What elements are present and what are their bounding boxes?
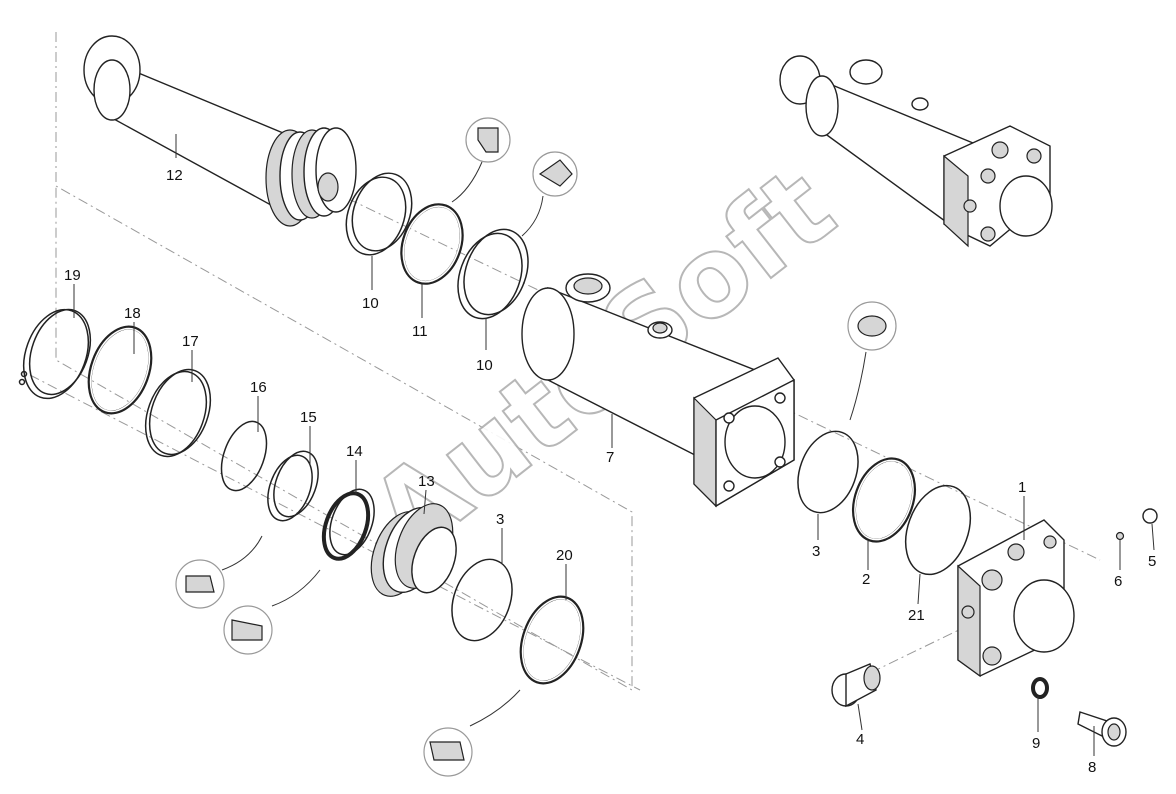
section-detail-bubble-14 <box>223 569 321 655</box>
rod-seal-part-14 <box>321 488 375 561</box>
callout-12: 12 <box>166 167 183 184</box>
callout-13: 13 <box>418 473 435 490</box>
callout-3: 3 <box>812 543 820 560</box>
callout-21: 21 <box>908 607 925 624</box>
callout-3: 3 <box>496 511 504 528</box>
axis-line-lower <box>29 374 641 691</box>
callout-2: 2 <box>862 571 870 588</box>
piston-rod-part-12 <box>83 35 357 227</box>
callout-10: 10 <box>362 295 379 312</box>
wear-ring-part-10a <box>345 172 413 256</box>
bolt-part-8 <box>1077 711 1127 747</box>
o-ring-part-3a <box>797 430 859 514</box>
split-ring-part-17 <box>144 368 212 458</box>
wear-ring-part-15 <box>267 450 319 522</box>
o-ring-part-3b <box>451 558 513 642</box>
check-valve-part-4 <box>831 663 881 708</box>
callout-20: 20 <box>556 547 573 564</box>
callout-18: 18 <box>124 305 141 322</box>
section-detail-bubble-10 <box>521 151 578 237</box>
leader-lines <box>73 134 1155 756</box>
callout-8: 8 <box>1088 759 1096 776</box>
guide-bushing-part-13 <box>370 503 457 597</box>
cylinder-head-part-1 <box>957 519 1075 678</box>
retaining-ring-part-19 <box>18 308 92 400</box>
callout-15: 15 <box>300 409 317 426</box>
section-detail-bubble-11 <box>451 117 511 203</box>
section-detail-bubble-3 <box>847 301 897 421</box>
split-ring-part-16 <box>220 420 268 492</box>
callout-7: 7 <box>606 449 614 466</box>
assembled-cylinder-view <box>779 55 1053 248</box>
callout-10: 10 <box>476 357 493 374</box>
callout-16: 16 <box>250 379 267 396</box>
callout-9: 9 <box>1032 735 1040 752</box>
o-ring-part-21 <box>904 484 972 576</box>
cylinder-barrel-part-7 <box>521 273 795 508</box>
seal-ring-part-11 <box>400 203 464 285</box>
washer-part-9 <box>1031 677 1049 699</box>
wear-ring-part-10b <box>457 228 529 320</box>
callout-14: 14 <box>346 443 363 460</box>
callout-11: 11 <box>412 323 428 340</box>
callout-1: 1 <box>1018 479 1026 496</box>
seal-ring-inner <box>89 327 151 413</box>
scraper-ring-part-20 <box>519 595 585 685</box>
callout-4: 4 <box>856 731 864 748</box>
plug-part-5 <box>1142 508 1158 524</box>
seal-ring-part-18 <box>87 325 153 415</box>
section-detail-bubble-20 <box>423 689 521 777</box>
ball-part-6 <box>1115 531 1125 541</box>
callout-19: 19 <box>64 267 81 284</box>
callout-5: 5 <box>1148 553 1156 570</box>
section-detail-bubble-15 <box>175 535 263 609</box>
callout-6: 6 <box>1114 573 1122 590</box>
callout-17: 17 <box>182 333 199 350</box>
backup-ring-part-2 <box>852 457 916 543</box>
